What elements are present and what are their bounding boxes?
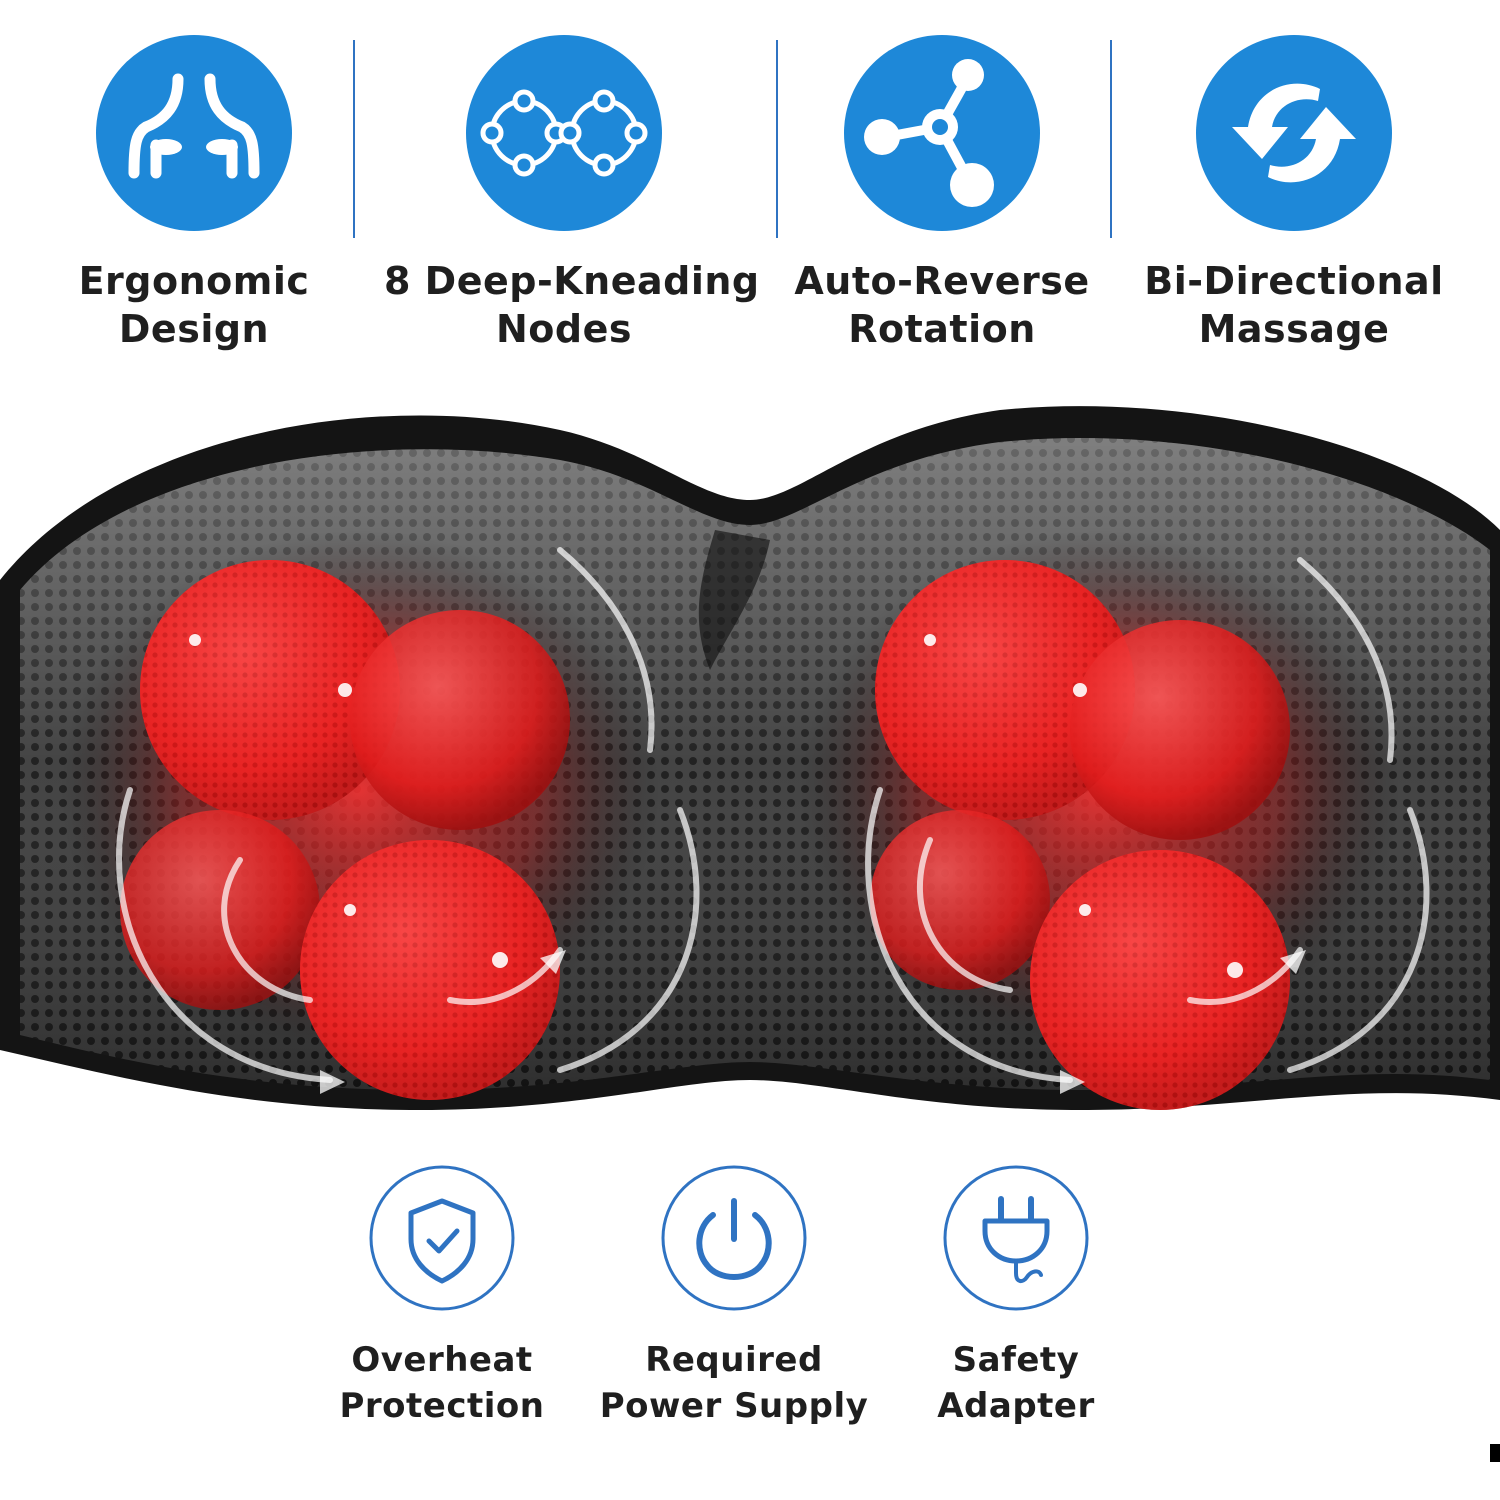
spec-safety-adapter: Safety Adapter (866, 1165, 1166, 1429)
spec-label: Required Power Supply (599, 1340, 869, 1426)
divider (353, 40, 355, 238)
rotate-arrows-icon (1232, 83, 1356, 183)
feature-auto-reverse-rotation: Auto-Reverse Rotation (762, 35, 1122, 353)
spec-overheat-protection: Overheat Protection (292, 1165, 592, 1429)
feature-label: 8 Deep-Kneading Nodes (384, 259, 760, 351)
divider (1110, 40, 1112, 238)
power-icon (661, 1165, 807, 1311)
spec-ring (661, 1165, 807, 1311)
massager-illustration (0, 406, 1500, 1110)
spec-required-power-supply: Required Power Supply (584, 1165, 884, 1429)
feature-circle (844, 35, 1040, 231)
feature-label: Bi-Directional Massage (1144, 259, 1444, 351)
massage-node (120, 810, 320, 1010)
feature-circle (96, 35, 292, 231)
feature-ergonomic-design: Ergonomic Design (14, 35, 374, 353)
plug-icon (943, 1165, 1089, 1311)
feature-label: Ergonomic Design (78, 259, 310, 351)
massage-node (870, 810, 1050, 990)
spec-ring (943, 1165, 1089, 1311)
feature-circle (466, 35, 662, 231)
massage-node (350, 610, 570, 830)
massage-node (875, 560, 1135, 820)
nodes-icon (480, 89, 648, 177)
corner-mark (1490, 1444, 1500, 1462)
massage-node (1070, 620, 1290, 840)
molecule-icon (864, 59, 994, 207)
feature-bi-directional-massage: Bi-Directional Massage (1114, 35, 1474, 353)
shield-check-icon (369, 1165, 515, 1311)
feature-circle (1196, 35, 1392, 231)
spec-ring (369, 1165, 515, 1311)
shoulders-icon (128, 73, 260, 179)
massage-node (300, 840, 560, 1100)
massager-product-image (0, 390, 1500, 1150)
feature-deep-kneading-nodes: 8 Deep-Kneading Nodes (384, 35, 760, 353)
spec-label: Overheat Protection (339, 1340, 545, 1426)
massage-node (140, 560, 400, 820)
feature-label: Auto-Reverse Rotation (794, 259, 1090, 351)
divider (776, 40, 778, 238)
massage-node (1030, 850, 1290, 1110)
spec-label: Safety Adapter (937, 1340, 1095, 1426)
